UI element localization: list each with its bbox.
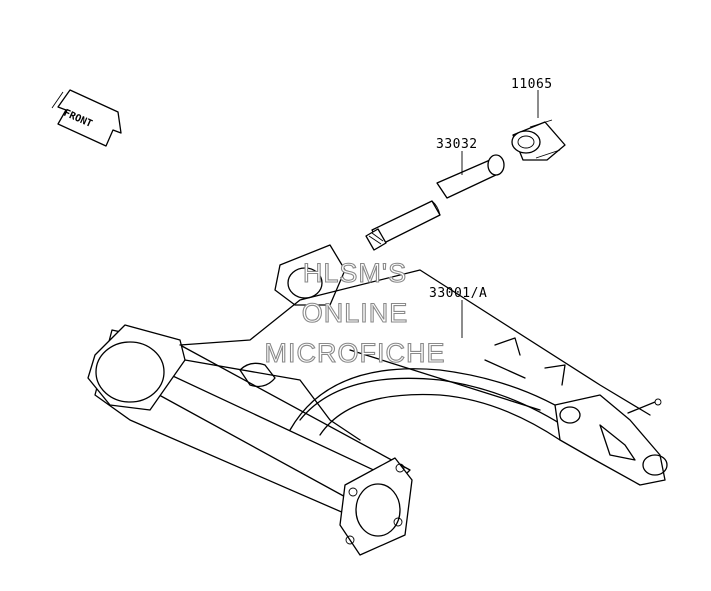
front-arrow-icon: FRONT [51,89,122,147]
part-11065-bushing [511,90,566,161]
part-33001a-swing-arm [87,244,668,556]
part-number-11065: 11065 [511,77,553,92]
part-number-33001a: 33001/A [429,286,487,301]
watermark-line-1: HLSM'S [303,258,407,288]
watermark: HLSM'S ONLINE MICROFICHE [264,257,446,368]
part-number-33032: 33032 [436,137,478,152]
part-33032-pivot-shaft [365,151,505,251]
watermark-line-3: MICROFICHE [265,338,446,368]
watermark-line-2: ONLINE [302,298,409,328]
